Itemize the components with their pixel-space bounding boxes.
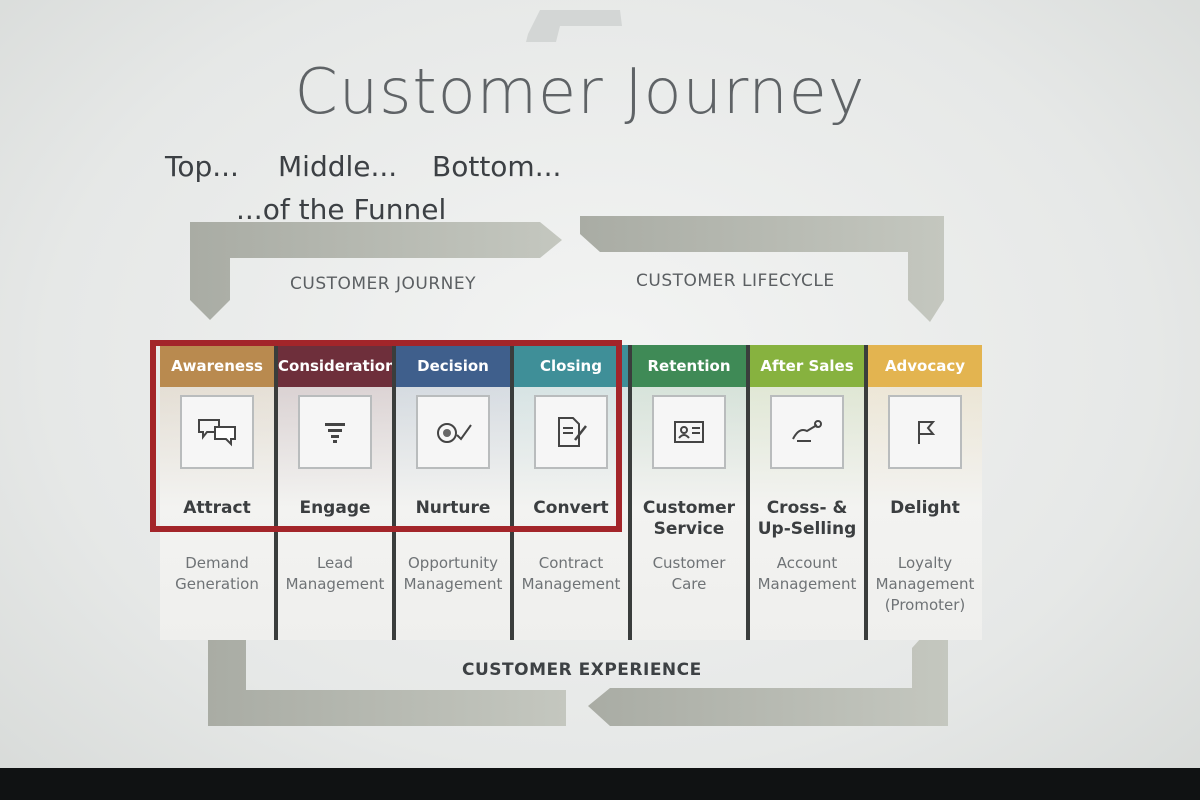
stage-action: Attract [183, 498, 251, 518]
stage-description-line: Account [776, 554, 838, 572]
header-mark-shape [526, 10, 622, 42]
stage-band [750, 345, 864, 387]
stage-label: Closing [540, 357, 602, 375]
customer-experience-label: CUSTOMER EXPERIENCE [462, 660, 702, 680]
stage-label: Awareness [171, 357, 263, 375]
stage-description-line: Customer [652, 554, 726, 572]
customer-journey-label: CUSTOMER JOURNEY [290, 274, 476, 294]
stage-description-line: Management [521, 575, 621, 593]
bottom-right-arrow [588, 628, 948, 726]
funnel-subtitle: ...of the Funnel [236, 193, 447, 226]
stage-band [278, 345, 392, 387]
funnel-icon [298, 395, 372, 469]
customer-lifecycle-label: CUSTOMER LIFECYCLE [636, 271, 835, 291]
handshake-icon [770, 395, 844, 469]
chat-bubbles-icon [180, 395, 254, 469]
flag-icon [888, 395, 962, 469]
target-check-icon [416, 395, 490, 469]
id-card-icon [652, 395, 726, 469]
funnel-top-label: Top... [165, 150, 239, 183]
funnel-bottom-label: Bottom... [432, 150, 562, 183]
document-pen-icon [534, 395, 608, 469]
stage-description-line: Management [875, 575, 975, 593]
stage-action: Convert [533, 498, 609, 518]
stage-action: Cross- & Up-Selling [757, 498, 857, 539]
stage-description-line: Care [671, 575, 707, 593]
stage-description-line: Opportunity [407, 554, 498, 572]
stage-description-line: Management [757, 575, 857, 593]
stage-description-line: Generation [175, 575, 259, 593]
stage-band [160, 345, 274, 387]
stage-description-line: Contract [538, 554, 604, 572]
screen-bezel [0, 768, 1200, 800]
stage-action: Engage [299, 498, 371, 518]
stage-label: Retention [647, 357, 731, 375]
stage-label: After Sales [760, 357, 854, 375]
stage-label: Advocacy [884, 357, 966, 375]
page-title: Customer Journey [294, 55, 866, 128]
stage-action: Nurture [415, 498, 491, 518]
stage-description-line: Lead [316, 554, 354, 572]
stage-band [396, 345, 510, 387]
stage-description-line: Management [285, 575, 385, 593]
stage-label: Consideration [278, 357, 392, 375]
funnel-middle-label: Middle... [278, 150, 398, 183]
stage-description-line: Loyalty [897, 554, 953, 572]
top-left-arrow [190, 222, 562, 320]
stage-action: Customer Service [642, 498, 736, 539]
stage-band [868, 345, 982, 387]
stage-label: Decision [417, 357, 489, 375]
bottom-left-arrow [208, 622, 566, 726]
funnel-highlight-frame [150, 340, 622, 532]
stage-band [632, 345, 746, 387]
stage-band [514, 345, 628, 387]
stage-action: Delight [890, 498, 960, 518]
stage-description-line: (Promoter) [884, 596, 966, 614]
top-right-arrow [580, 216, 944, 322]
stage-description-line: Management [403, 575, 503, 593]
stage-description-line: Demand [185, 554, 249, 572]
